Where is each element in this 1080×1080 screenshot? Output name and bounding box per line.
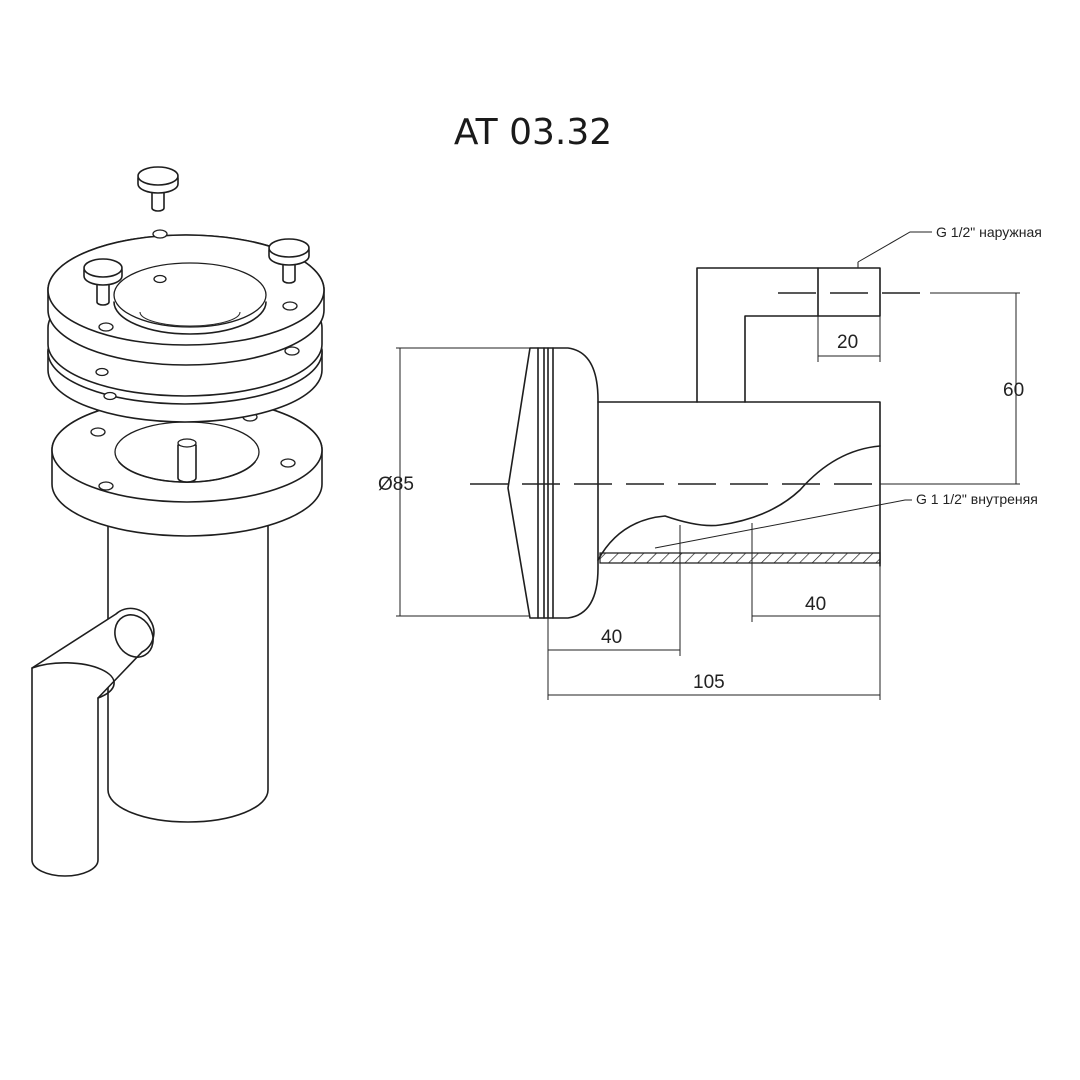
dim-right40-label: 40	[805, 594, 826, 615]
screw-top	[137, 166, 179, 212]
dim-total-105: 105	[548, 672, 880, 696]
dim-height-label: 60	[1003, 380, 1024, 401]
section-view: Ø85 60 20 40	[378, 224, 1042, 700]
body-break-line	[597, 445, 881, 561]
dim-height-60: 60	[880, 292, 1024, 485]
bottom-wall	[599, 552, 881, 564]
callout-inner-label: G 1 1/2" внутреняя	[916, 491, 1038, 507]
side-spout	[31, 607, 155, 877]
branch-inner	[744, 315, 819, 403]
drawing-title: AT 03.32	[453, 112, 613, 153]
screw-right	[268, 238, 310, 284]
dim-total-label: 105	[693, 672, 725, 693]
callout-outer-thread: G 1/2" наружная	[857, 224, 1042, 263]
dim-right-40: 40	[751, 523, 881, 700]
callout-outer-label: G 1/2" наружная	[936, 224, 1042, 240]
dim-width-label: 20	[837, 332, 858, 353]
pipe-body	[107, 524, 269, 823]
body-top-edge	[597, 401, 881, 567]
dim-left-40: 40	[547, 525, 681, 700]
screw-left	[83, 258, 123, 306]
branch-outer	[696, 267, 819, 403]
callout-inner-thread: G 1 1/2" внутреняя	[654, 491, 1038, 549]
threaded-nipple	[817, 267, 881, 317]
dim-diameter: Ø85	[378, 347, 530, 617]
dim-width-20: 20	[817, 316, 881, 362]
isometric-view	[31, 166, 325, 877]
dim-diameter-label: Ø85	[378, 474, 414, 495]
dim-left40-label: 40	[601, 627, 622, 648]
